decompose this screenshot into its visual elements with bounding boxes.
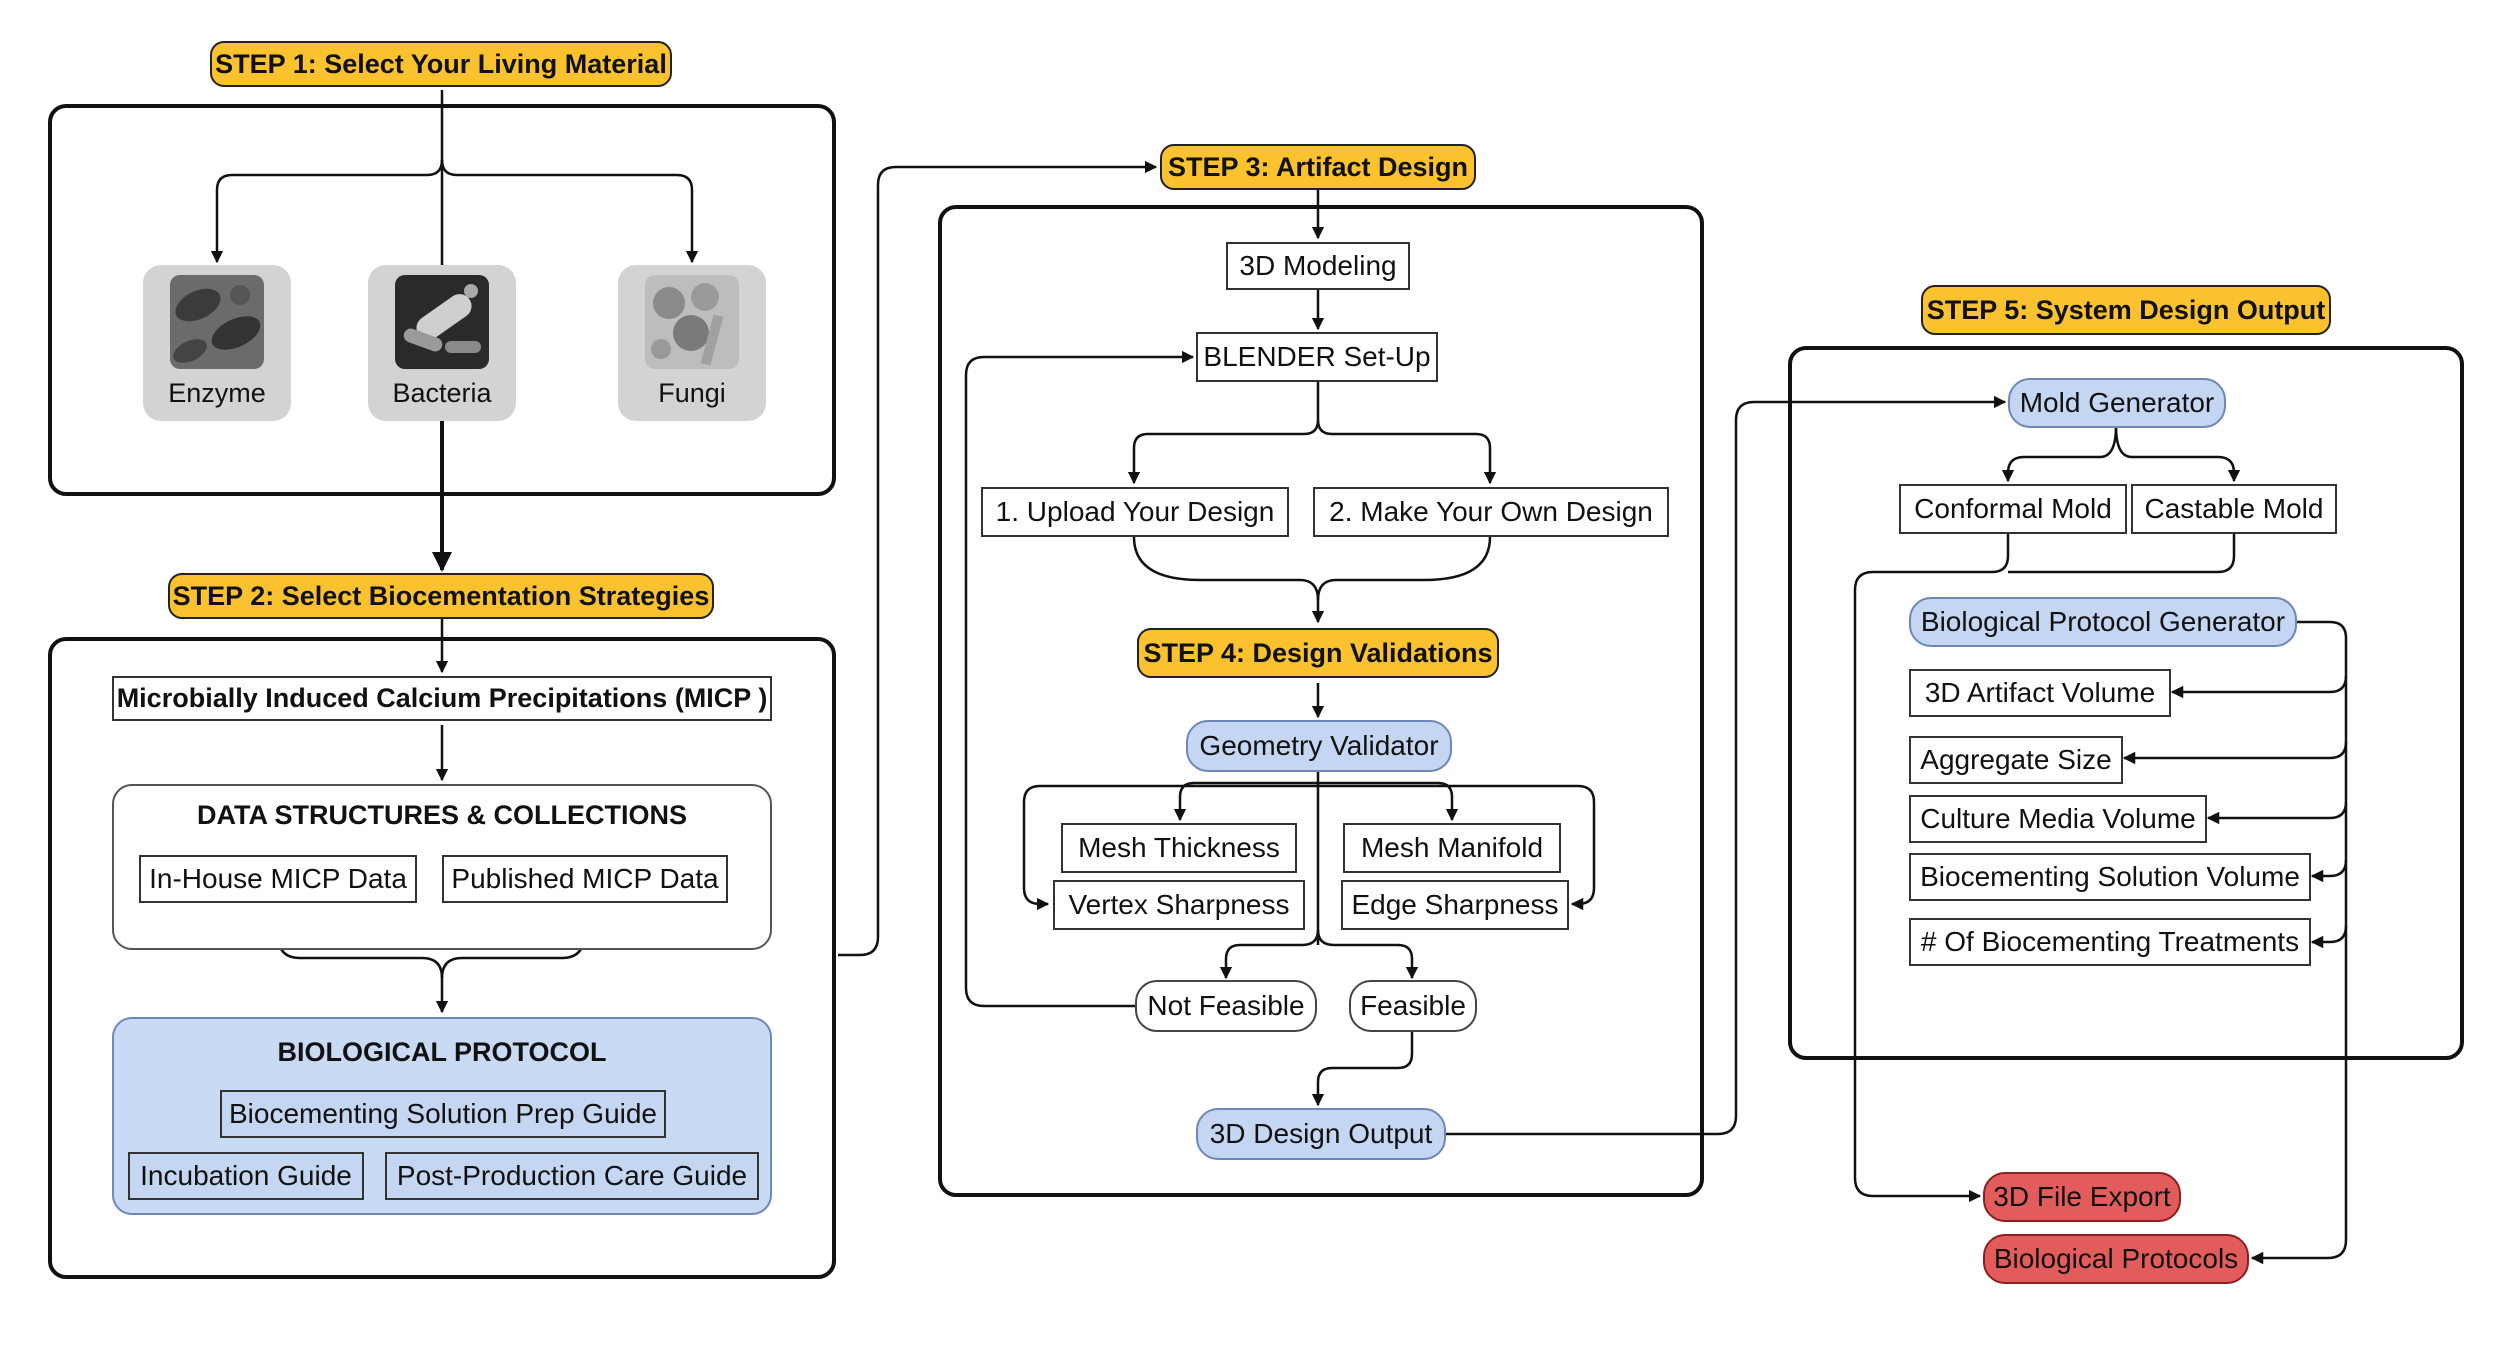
material-fungi[interactable]: Fungi: [618, 265, 766, 421]
mesh-thickness-box[interactable]: Mesh Thickness: [1061, 823, 1297, 873]
step-1-badge: STEP 1: Select Your Living Material: [210, 41, 672, 87]
step-3-badge: STEP 3: Artifact Design: [1160, 144, 1476, 190]
treatments-box[interactable]: # Of Biocementing Treatments: [1909, 918, 2311, 966]
enzyme-image: [170, 275, 264, 369]
bio-protocol-generator[interactable]: Biological Protocol Generator: [1909, 597, 2297, 647]
biological-protocol-title: BIOLOGICAL PROTOCOL: [277, 1037, 607, 1067]
blender-setup-box[interactable]: BLENDER Set-Up: [1196, 332, 1438, 382]
mesh-manifold-box[interactable]: Mesh Manifold: [1343, 823, 1561, 873]
step-3-frame: [938, 205, 1704, 1197]
published-micp-data[interactable]: Published MICP Data: [442, 855, 728, 903]
upload-design-box[interactable]: 1. Upload Your Design: [981, 487, 1289, 537]
material-bacteria-label: Bacteria: [392, 378, 492, 408]
vertex-sharpness-box[interactable]: Vertex Sharpness: [1053, 880, 1305, 930]
make-own-design-box[interactable]: 2. Make Your Own Design: [1313, 487, 1669, 537]
step-4-badge: STEP 4: Design Validations: [1137, 628, 1499, 678]
3d-design-output[interactable]: 3D Design Output: [1196, 1108, 1446, 1160]
mold-generator[interactable]: Mold Generator: [2008, 378, 2226, 428]
incubation-guide[interactable]: Incubation Guide: [128, 1152, 364, 1200]
material-fungi-label: Fungi: [658, 378, 726, 408]
solution-volume-box[interactable]: Biocementing Solution Volume: [1909, 853, 2311, 901]
step-2-frame: [48, 637, 836, 1279]
inhouse-micp-data[interactable]: In-House MICP Data: [139, 855, 417, 903]
conformal-mold-box[interactable]: Conformal Mold: [1899, 484, 2127, 534]
culture-media-box[interactable]: Culture Media Volume: [1909, 795, 2207, 843]
step-1-frame: [48, 104, 836, 496]
aggregate-size-box[interactable]: Aggregate Size: [1909, 736, 2123, 784]
step-2-badge: STEP 2: Select Biocementation Strategies: [168, 573, 714, 619]
data-structures-title: DATA STRUCTURES & COLLECTIONS: [197, 800, 687, 830]
feasible-pill[interactable]: Feasible: [1349, 980, 1477, 1032]
not-feasible-pill[interactable]: Not Feasible: [1135, 980, 1317, 1032]
step-5-badge: STEP 5: System Design Output: [1921, 285, 2331, 335]
castable-mold-box[interactable]: Castable Mold: [2131, 484, 2337, 534]
fungi-image: [645, 275, 739, 369]
prep-guide[interactable]: Biocementing Solution Prep Guide: [220, 1090, 666, 1138]
micp-box[interactable]: Microbially Induced Calcium Precipitatio…: [112, 676, 772, 721]
geometry-validator[interactable]: Geometry Validator: [1186, 720, 1452, 772]
post-production-guide[interactable]: Post-Production Care Guide: [385, 1152, 759, 1200]
3d-modeling-box[interactable]: 3D Modeling: [1226, 242, 1410, 290]
material-enzyme[interactable]: Enzyme: [143, 265, 291, 421]
material-enzyme-label: Enzyme: [168, 378, 266, 408]
material-bacteria[interactable]: Bacteria: [368, 265, 516, 421]
step-5-frame: [1788, 346, 2464, 1060]
artifact-volume-box[interactable]: 3D Artifact Volume: [1909, 669, 2171, 717]
edge-sharpness-box[interactable]: Edge Sharpness: [1341, 880, 1569, 930]
biological-protocols-output[interactable]: Biological Protocols: [1983, 1234, 2249, 1284]
bacteria-image: [395, 275, 489, 369]
3d-file-export[interactable]: 3D File Export: [1983, 1172, 2181, 1222]
